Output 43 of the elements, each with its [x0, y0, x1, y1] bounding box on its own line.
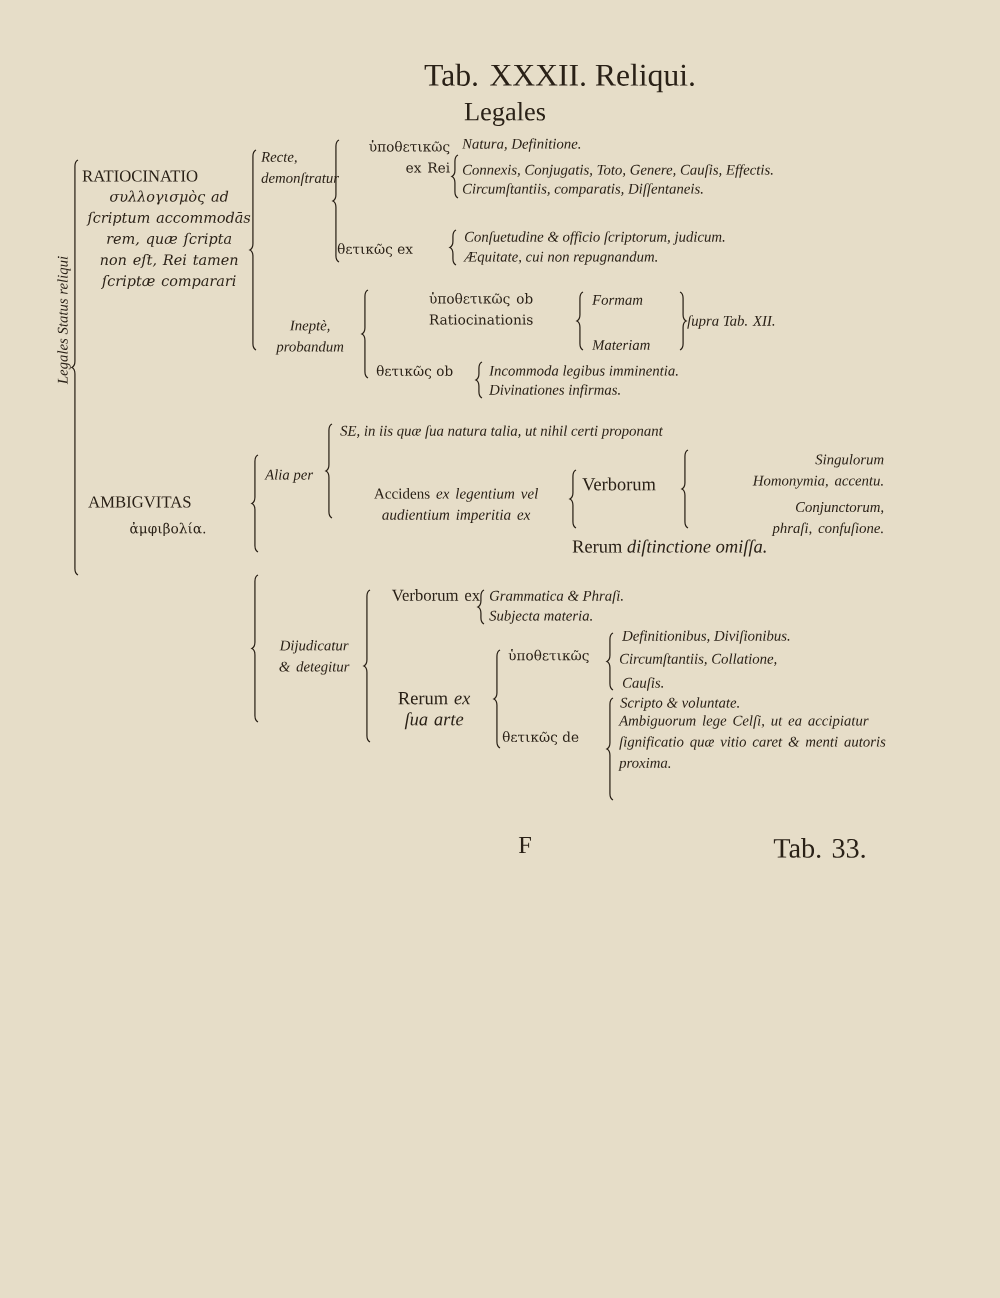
heading: RATIOCINATIO [82, 170, 198, 182]
entry-text: Ambiguorum lege Celſi, ut ea accipiatur ſignificatio quæ vitio caret & menti autoris proxima. [618, 715, 886, 771]
entry-text: Æquitate, cui non repugnandum. [463, 251, 657, 265]
entry-text: συλλογισμὸς ad ſcriptum accommodās rem, quæ ſcripta non eſt, Rei tamen ſcriptæ comparari [86, 190, 251, 289]
signature-mark: F [518, 836, 531, 854]
entry-text: Natura, Definitione. [462, 138, 581, 152]
entry-text: ἀμφιβολία. [130, 521, 206, 537]
entry-text: θετικῶς ob [376, 365, 453, 379]
heading: AMBIGVITAS [88, 496, 191, 508]
entry-text: Ineptè, probandum [275, 320, 344, 355]
entry-text: Scripto & voluntate. [620, 697, 739, 711]
entry-text: Circumſtantiis, comparatis, Diſſentaneis. [462, 183, 703, 197]
entry-text: ὑποθετικῶς [508, 648, 589, 664]
entry-text: ὑποθετικῶς ex Rei [369, 140, 450, 173]
entry-text: ſupra Tab. XII. [687, 315, 775, 329]
side-label: Legales Status reliqui [57, 256, 71, 385]
entry-text: ὑποθετικῶς ob Ratiocinationis [429, 292, 533, 325]
entry-text: Connexis, Conjugatis, Toto, Genere, Cauſis, Effectis. [462, 164, 773, 178]
entry-text: Dijudicatur & detegitur [279, 640, 350, 675]
entry-text: Conjunctorum, phraſi, confuſione. [771, 502, 884, 537]
entry-text: Conſuetudine & officio ſcriptorum, judicum. [464, 231, 725, 245]
entry-text: Formam [592, 295, 643, 305]
entry-text: Materiam [591, 340, 650, 350]
entry-text: Cauſis. [622, 677, 664, 691]
entry-text: θετικῶς ex [337, 243, 413, 257]
entry-text: Divinationes infirmas. [488, 384, 620, 398]
entry-text: Rerum ex ſua arte [398, 692, 471, 730]
entry-text: Grammatica & Phraſi. [489, 590, 623, 604]
entry-text: Alia per [264, 469, 314, 483]
entry-text: Subjecta materia. [489, 610, 592, 624]
entry-text: Rerum diſtinctione omiſſa. [572, 539, 766, 557]
title: Tab. XXXII. Reliqui. [424, 63, 694, 93]
entry-text: Verborum [582, 477, 656, 491]
entry-text: Verborum ex [391, 589, 480, 601]
entry-text: Circumſtantiis, Collatione, [619, 653, 777, 667]
entry-text: SE, in iis quæ ſua natura talia, ut nihil certi proponant [340, 425, 664, 439]
entry-text: Incommoda legibus imminentia. [489, 365, 678, 379]
entry-text: Singulorum Homonymia, accentu. [752, 454, 884, 489]
entry-text: Definitionibus, Diviſionibus. [621, 630, 790, 644]
subheading: Legales [464, 102, 546, 126]
entry-text: θετικῶς de [502, 731, 579, 745]
page-reference: Tab. 33. [773, 838, 865, 858]
entry-text: Accidens ex legentium vel audientium imperitia ex [374, 488, 538, 523]
